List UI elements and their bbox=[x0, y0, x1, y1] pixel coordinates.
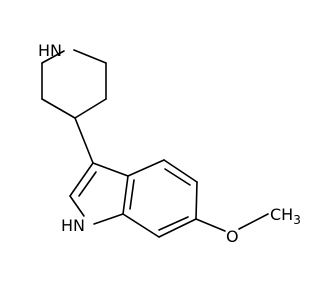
piperidine-ring bbox=[41, 49, 107, 119]
pyrrole-bond-c3a-c3 bbox=[92, 162, 129, 177]
indole-nh-label: HN bbox=[61, 216, 85, 235]
methyl-ch-text: CH bbox=[270, 205, 293, 224]
methoxy-oxygen-label: O bbox=[226, 227, 239, 246]
piperidine-bond-c6-n bbox=[41, 50, 65, 64]
piperidine-bond-c3-c4 bbox=[74, 98, 107, 119]
benzene-bond-c4-c5 bbox=[163, 159, 198, 183]
benzene-double-bond-c6-c7-inner bbox=[158, 216, 189, 231]
piperidine-bond-n-c2 bbox=[73, 49, 107, 64]
benzene-bond-c6-c7 bbox=[158, 218, 197, 238]
methyl-label: CH3 bbox=[270, 205, 300, 227]
piperidine-indole-linker-bond bbox=[74, 117, 94, 164]
methoxy-bond-o-ch3 bbox=[238, 213, 269, 230]
indole-benzene-ring bbox=[122, 159, 198, 238]
methoxy-group bbox=[195, 213, 269, 232]
benzene-bond-c3a-c4 bbox=[127, 159, 165, 177]
methoxy-bond-ring-o bbox=[195, 218, 226, 232]
benzene-double-bond-c7a-c3a-inner bbox=[129, 179, 135, 210]
pyrrole-bond-n-c7a bbox=[93, 213, 124, 225]
pyrrole-bond-c7a-c3a bbox=[122, 175, 129, 215]
benzene-bond-c5-c6 bbox=[195, 181, 198, 220]
pyrrole-bond-c2-n bbox=[69, 195, 85, 217]
molecular-structure-diagram: HN HN O CH3 bbox=[38, 41, 300, 246]
benzene-bond-c7-c7a bbox=[122, 213, 160, 238]
methyl-subscript-3: 3 bbox=[293, 213, 300, 227]
indole-pyrrole-ring bbox=[69, 162, 129, 225]
pyrrole-bond-c3-c2 bbox=[69, 162, 94, 197]
piperidine-bond-c4-c5 bbox=[41, 98, 76, 119]
pyrrole-double-bond-inner bbox=[78, 171, 97, 197]
piperidine-nh-label: HN bbox=[38, 41, 62, 60]
benzene-double-bond-c4-c5-inner bbox=[164, 168, 191, 186]
